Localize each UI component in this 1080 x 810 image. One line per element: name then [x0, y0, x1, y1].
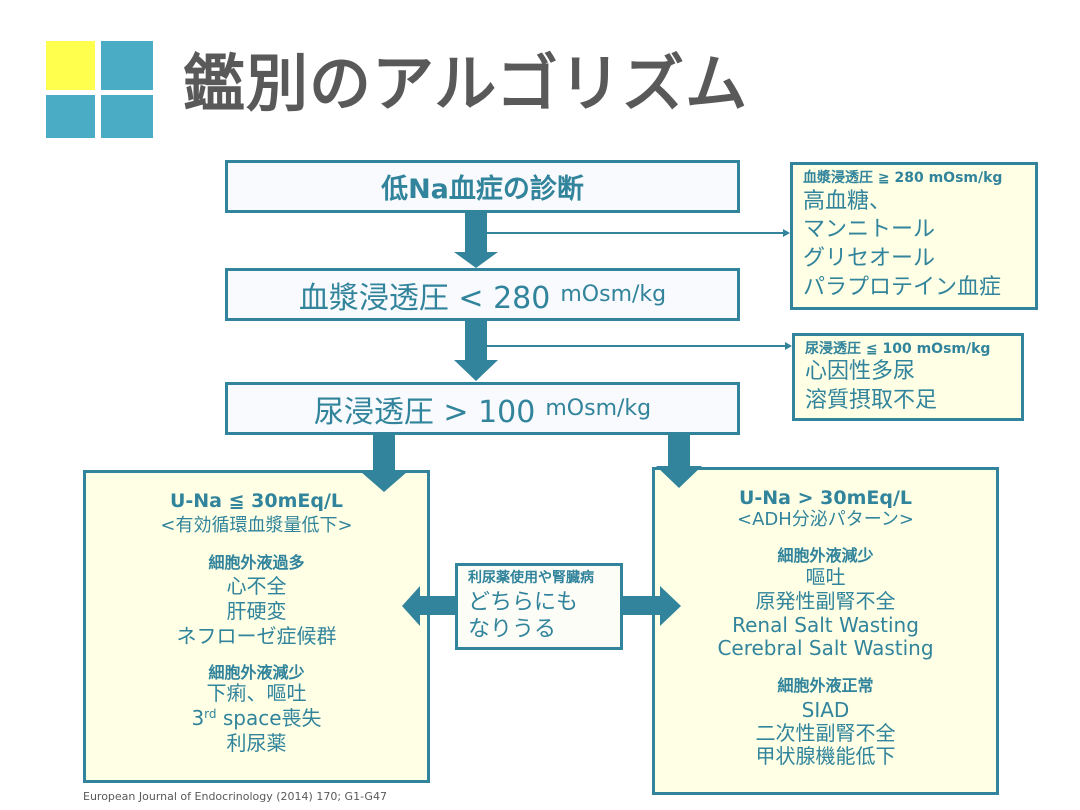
side-box-item: グリセオール — [803, 246, 936, 271]
group-heading: 細胞外液正常 — [777, 676, 874, 695]
group-item: 甲状腺機能低下 — [755, 744, 896, 768]
down-arrow-icon — [454, 213, 498, 268]
side-box-high-plasma-osmolality: 血漿浸透圧 ≧ 280 mOsm/kg 高血糖、 マンニトール グリセオール パ… — [790, 162, 1038, 310]
group-item: 心不全 — [226, 574, 287, 598]
connector-arrowhead-icon — [783, 229, 790, 237]
side-box-item: マンニトール — [803, 217, 936, 242]
group-item: Cerebral Salt Wasting — [717, 636, 934, 660]
group-item: 嘔吐 — [805, 565, 846, 589]
logo-square-blue-bottom-right — [101, 95, 153, 138]
group-item: 原発性副腎不全 — [755, 589, 896, 613]
left-branch-box: U-Na ≦ 30mEq/L <有効循環血漿量低下> 細胞外液過多 心不全 肝硬… — [83, 470, 430, 783]
logo-square-blue-bottom-left — [46, 95, 95, 138]
step-plasma-osmolality-unit: mOsm/kg — [560, 282, 667, 307]
group-item: 下痢、嘔吐 — [206, 681, 307, 705]
logo-square-blue-top-right — [101, 41, 153, 90]
group-item: 二次性副腎不全 — [755, 721, 896, 745]
group-item: ネフローゼ症候群 — [176, 624, 337, 648]
left-branch-condition: U-Na ≦ 30mEq/L — [169, 490, 344, 512]
group-item-third-space: 3rd space喪失 — [86, 706, 427, 730]
side-box-item: 溶質摂取不足 — [805, 388, 938, 413]
group-item: 利尿薬 — [226, 731, 287, 755]
right-branch-condition: U-Na > 30mEq/L — [738, 487, 913, 509]
side-box-item: パラプロテイン血症 — [803, 275, 1002, 300]
slide-title: 鑑別のアルゴリズム — [183, 47, 749, 120]
side-box-item: 高血糖、 — [803, 189, 892, 214]
group-item: SIAD — [801, 698, 850, 722]
step-plasma-osmolality-box: 血漿浸透圧 < 280 mOsm/kg — [225, 268, 740, 321]
citation: European Journal of Endocrinology (2014)… — [83, 790, 387, 803]
third-space-base: 3 — [191, 706, 205, 730]
middle-note-line: どちらにも — [468, 590, 579, 615]
side-box-heading: 尿浸透圧 ≦ 100 mOsm/kg — [805, 341, 991, 357]
middle-note-line: なりうる — [468, 617, 557, 642]
right-branch-box: U-Na > 30mEq/L <ADH分泌パターン> 細胞外液減少 嘔吐 原発性… — [652, 467, 999, 795]
right-branch-subtitle: <ADH分泌パターン> — [737, 509, 914, 530]
side-box-low-urine-osmolality: 尿浸透圧 ≦ 100 mOsm/kg 心因性多尿 溶質摂取不足 — [792, 333, 1024, 421]
middle-note-heading: 利尿薬使用や腎臓病 — [468, 570, 594, 586]
group-item: Renal Salt Wasting — [732, 613, 919, 637]
connector-arrowhead-icon — [785, 342, 792, 350]
step-diagnosis-box: 低Na血症の診断 — [225, 160, 740, 213]
group-heading: 細胞外液過多 — [208, 553, 305, 572]
group-heading: 細胞外液減少 — [208, 663, 305, 682]
third-space-superscript: rd — [204, 707, 217, 721]
side-box-item: 心因性多尿 — [805, 359, 916, 384]
side-box-heading: 血漿浸透圧 ≧ 280 mOsm/kg — [803, 170, 1003, 186]
left-branch-subtitle: <有効循環血漿量低下> — [160, 515, 353, 536]
logo-square-yellow — [46, 41, 95, 90]
group-item: 肝硬変 — [226, 599, 287, 623]
step-urine-osmolality-unit: mOsm/kg — [545, 396, 652, 421]
step-urine-osmolality-label: 尿浸透圧 > 100 — [313, 394, 536, 430]
step-plasma-osmolality-label: 血漿浸透圧 < 280 — [298, 280, 551, 316]
middle-note-box: 利尿薬使用や腎臓病 どちらにも なりうる — [455, 563, 623, 650]
step-diagnosis-label: 低Na血症の診断 — [381, 174, 584, 205]
group-heading: 細胞外液減少 — [777, 546, 874, 565]
step-urine-osmolality-box: 尿浸透圧 > 100 mOsm/kg — [225, 382, 740, 435]
third-space-rest: space喪失 — [216, 706, 322, 730]
down-arrow-icon — [454, 321, 498, 381]
